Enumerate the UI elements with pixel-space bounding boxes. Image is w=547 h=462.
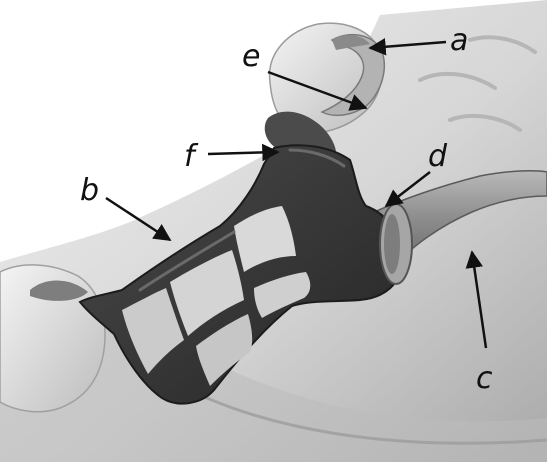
label-a: a [450,23,468,58]
label-d: d [428,139,448,174]
label-b: b [80,173,99,208]
label-c: c [476,361,493,396]
label-e: e [242,39,260,74]
connector-collar-inner [384,214,400,274]
